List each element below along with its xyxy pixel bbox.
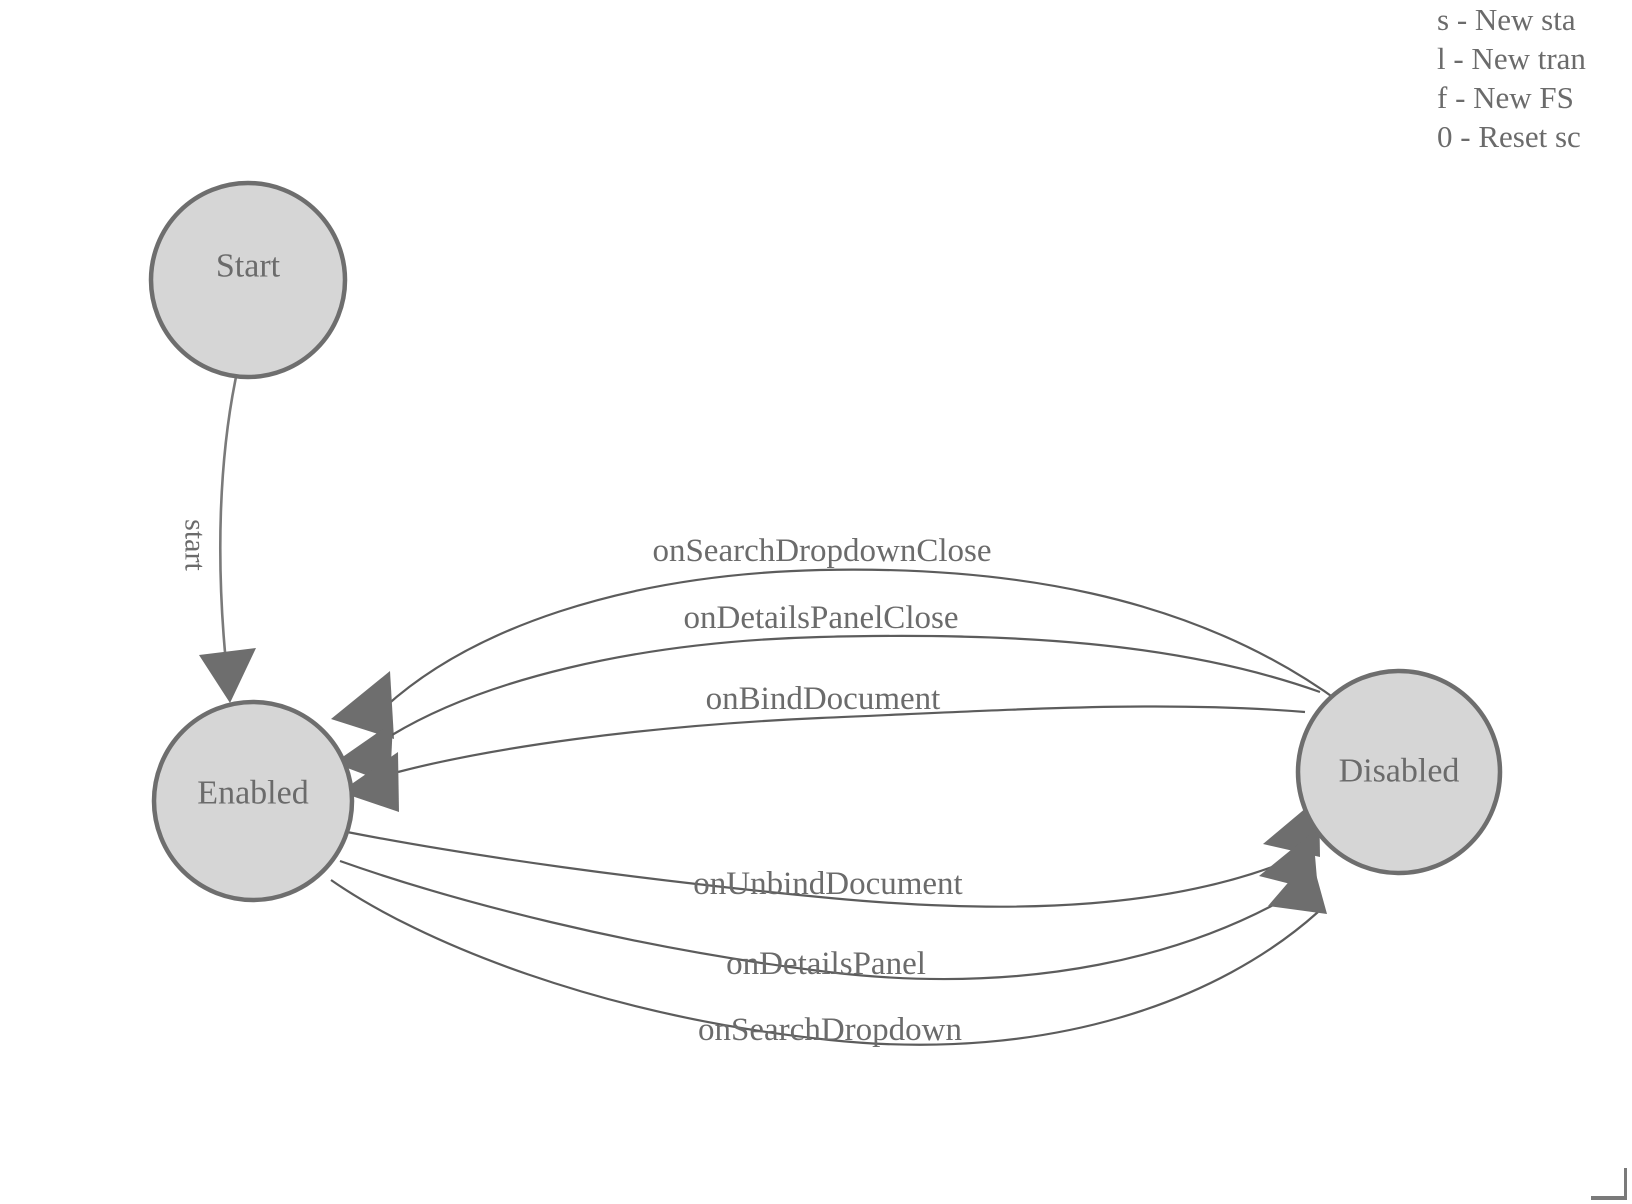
transition-onSearchDropdown[interactable] bbox=[330, 856, 1327, 1046]
state-label: Disabled bbox=[1339, 753, 1460, 790]
keyboard-shortcuts-overlay: s - New sta l - New tran f - New FS 0 - … bbox=[1427, 0, 1632, 156]
arrow-head-icon bbox=[199, 648, 256, 703]
state-circle[interactable] bbox=[1295, 668, 1503, 876]
shortcut-new-fsm: f - New FS bbox=[1437, 80, 1574, 115]
transition-edge-path bbox=[339, 859, 1301, 981]
transition-edge-path bbox=[391, 634, 1321, 736]
transition-edge-path bbox=[330, 879, 1319, 1046]
transition-label-start: start bbox=[179, 519, 212, 571]
transition-edge-path bbox=[219, 376, 238, 664]
state-node-enabled[interactable]: Enabled bbox=[151, 699, 355, 903]
transition-onSearchDropdownClose[interactable] bbox=[331, 568, 1342, 739]
transition-start[interactable] bbox=[199, 376, 256, 703]
resize-handle-vertical-bar bbox=[1624, 1168, 1627, 1199]
arrow-head-icon bbox=[340, 752, 399, 812]
transition-label-onUnbindDocument: onUnbindDocument bbox=[693, 866, 962, 902]
arrow-head-icon bbox=[331, 671, 394, 739]
transition-label-onBindDocument: onBindDocument bbox=[706, 681, 941, 717]
resize-handle-horizontal-bar bbox=[1591, 1196, 1627, 1200]
transition-label-onSearchDropdown: onSearchDropdown bbox=[698, 1012, 962, 1048]
transition-label-onDetailsPanel: onDetailsPanel bbox=[726, 946, 926, 982]
transition-edge-path bbox=[384, 568, 1342, 708]
transition-label-onSearchDropdownClose: onSearchDropdownClose bbox=[652, 533, 991, 569]
transition-edge-path bbox=[397, 705, 1306, 774]
transition-edge-path bbox=[346, 830, 1301, 908]
state-label: Start bbox=[216, 248, 281, 285]
resize-handle[interactable] bbox=[1591, 1168, 1632, 1204]
state-node-disabled[interactable]: Disabled bbox=[1295, 668, 1503, 876]
shortcut-new-state: s - New sta bbox=[1437, 2, 1576, 37]
transition-label-onDetailsPanelClose: onDetailsPanelClose bbox=[684, 600, 959, 636]
state-circle[interactable] bbox=[151, 699, 355, 903]
shortcut-reset-scale: 0 - Reset sc bbox=[1437, 119, 1581, 154]
arrow-head-icon bbox=[1268, 856, 1327, 914]
state-circle[interactable] bbox=[148, 180, 348, 380]
shortcut-new-transition: l - New tran bbox=[1437, 41, 1586, 76]
state-node-start[interactable]: Start bbox=[148, 180, 348, 380]
state-label: Enabled bbox=[197, 775, 308, 812]
transition-onBindDocument[interactable] bbox=[340, 705, 1306, 812]
